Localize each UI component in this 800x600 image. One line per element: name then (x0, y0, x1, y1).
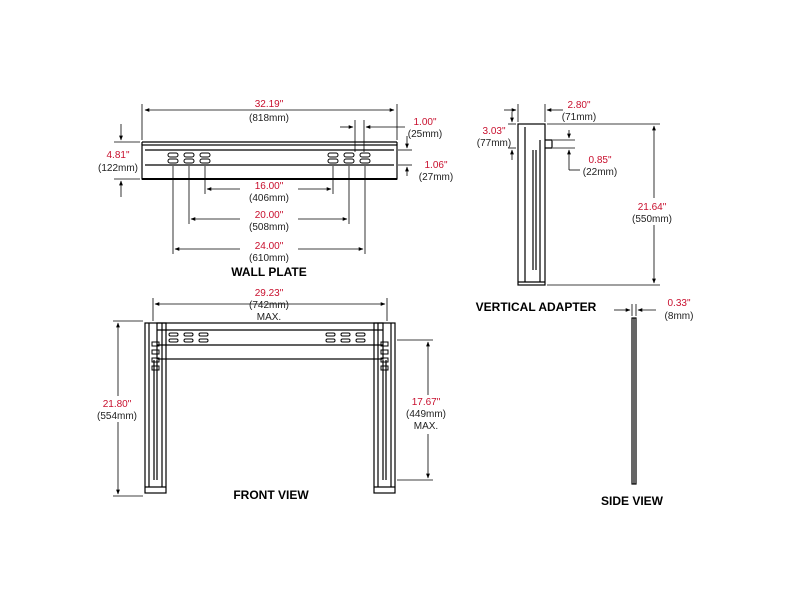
wp-16-in: 16.00" (255, 181, 284, 192)
front-view-shape (144, 322, 396, 494)
vertical-adapter-shape (517, 123, 553, 286)
fv-height-in: 21.80" (103, 399, 132, 410)
wall-plate-shape (141, 141, 398, 180)
wp-offset-in: 1.00" (413, 117, 436, 128)
dim-front-height: 21.80" (554mm) (97, 320, 143, 497)
fv-vertical-note: MAX. (414, 421, 438, 432)
va-top-in: 3.03" (482, 126, 505, 137)
wp-height-mm: (122mm) (98, 163, 138, 174)
dim-adapter-top: 3.03" (77mm) (477, 112, 516, 160)
side-view: 0.33" (8mm) SIDE VIEW (601, 298, 693, 508)
wp-depth-mm: (27mm) (419, 172, 453, 183)
fv-vertical-in: 17.67" (412, 397, 441, 408)
sv-depth-in: 0.33" (667, 298, 690, 309)
dim-wall-plate-16: 16.00" (406mm) (204, 166, 334, 204)
wp-height-in: 4.81" (106, 150, 129, 161)
va-height-in: 21.64" (638, 202, 667, 213)
wall-plate-view: 32.19" (818mm) 4.81" (122mm) 1.00" (25mm… (98, 99, 453, 279)
va-width-mm: (71mm) (562, 112, 596, 123)
side-view-title: SIDE VIEW (601, 494, 664, 508)
va-top-mm: (77mm) (477, 138, 511, 149)
front-view: 29.23" (742mm) MAX. 21.80" (554mm) 17.67… (97, 288, 446, 502)
fv-width-in: 29.23" (255, 288, 284, 299)
fv-width-mm: (742mm) (249, 300, 289, 311)
dim-adapter-height: 21.64" (550mm) (547, 123, 672, 286)
sv-depth-mm: (8mm) (665, 311, 694, 322)
wp-width-in: 32.19" (255, 99, 284, 110)
fv-vertical-mm: (449mm) (406, 409, 446, 420)
dim-wall-plate-height: 4.81" (122mm) (98, 124, 140, 197)
va-width-in: 2.80" (567, 100, 590, 111)
dim-front-width: 29.23" (742mm) MAX. (152, 288, 388, 323)
wp-20-mm: (508mm) (249, 222, 289, 233)
wp-width-mm: (818mm) (249, 113, 289, 124)
wall-plate-title: WALL PLATE (231, 265, 307, 279)
wp-24-in: 24.00" (255, 241, 284, 252)
dim-wall-plate-depth: 1.06" (27mm) (398, 136, 453, 183)
wp-depth-in: 1.06" (424, 160, 447, 171)
dim-wall-plate-20: 20.00" (508mm) (188, 166, 350, 233)
wp-24-mm: (610mm) (249, 253, 289, 264)
dim-wall-plate-top-offset: 1.00" (25mm) (340, 117, 442, 152)
vertical-adapter-title: VERTICAL ADAPTER (476, 300, 597, 314)
dim-side-depth: 0.33" (8mm) (614, 298, 693, 322)
va-height-mm: (550mm) (632, 214, 672, 225)
va-hook-in: 0.85" (588, 155, 611, 166)
dim-wall-plate-width: 32.19" (818mm) (141, 99, 398, 140)
wp-16-mm: (406mm) (249, 193, 289, 204)
wp-20-in: 20.00" (255, 210, 284, 221)
front-view-title: FRONT VIEW (233, 488, 309, 502)
fv-width-note: MAX. (257, 312, 281, 323)
va-hook-mm: (22mm) (583, 167, 617, 178)
vertical-adapter-view: 2.80" (71mm) 3.03" (77mm) 0.85" (22mm) (476, 100, 672, 314)
fv-height-mm: (554mm) (97, 411, 137, 422)
wp-offset-mm: (25mm) (408, 129, 442, 140)
dim-wall-plate-24: 24.00" (610mm) (172, 166, 366, 264)
dim-adapter-width: 2.80" (71mm) (504, 100, 596, 123)
side-view-shape (631, 317, 637, 485)
dim-adapter-hook: 0.85" (22mm) (553, 130, 617, 178)
dim-front-vertical: 17.67" (449mm) MAX. (397, 339, 446, 481)
